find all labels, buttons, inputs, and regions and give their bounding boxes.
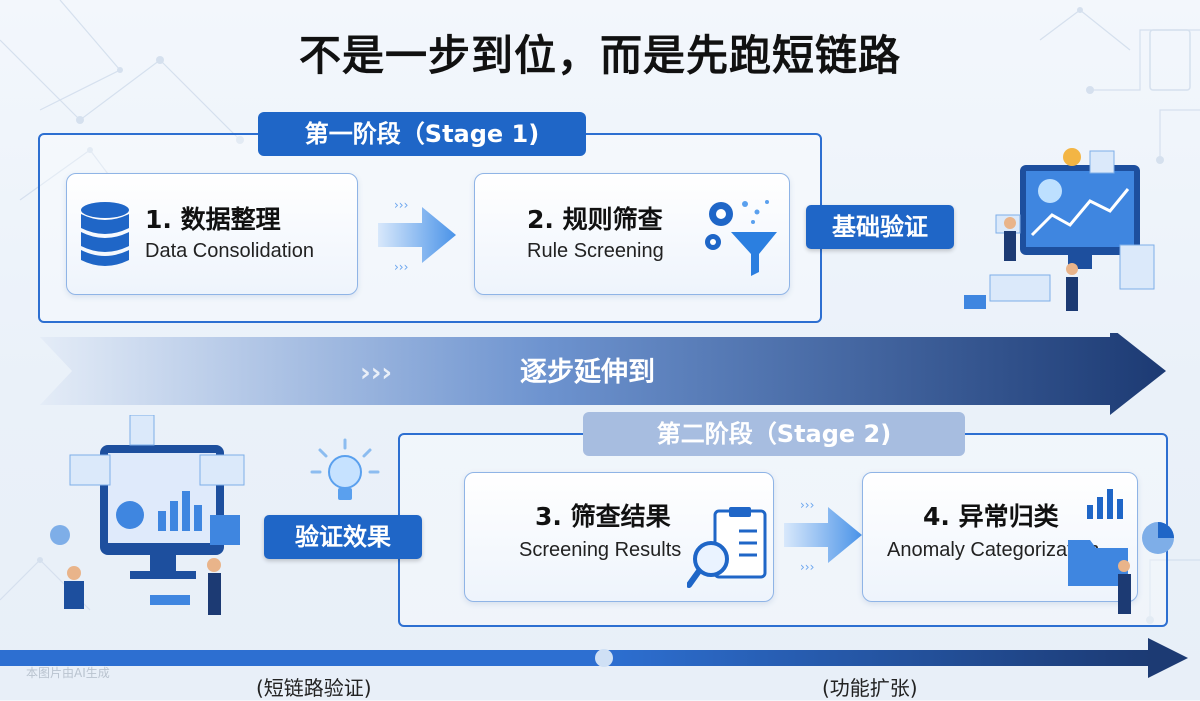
progress-arrow-label: 逐步延伸到 xyxy=(520,357,655,388)
svg-text:›››: ››› xyxy=(394,260,408,274)
svg-text:›››: ››› xyxy=(800,498,814,512)
step4-subtitle: Anomaly Categorization xyxy=(887,539,1100,561)
step2-card: 2. 规则筛查 Rule Screening xyxy=(474,173,790,295)
ai-generated-watermark: 本图片由AI生成 xyxy=(26,666,110,680)
step3-subtitle: Screening Results xyxy=(519,539,682,561)
lightbulb-icon xyxy=(310,438,380,500)
analytics-dashboard-illustration xyxy=(964,148,1155,311)
clipboard-search-icon xyxy=(687,507,767,588)
gear-funnel-icon xyxy=(705,200,777,276)
svg-text:›››: ››› xyxy=(800,560,814,574)
step1-subtitle: Data Consolidation xyxy=(145,240,314,262)
step1-card: 1. 数据整理 Data Consolidation xyxy=(66,173,358,295)
verify-effect-badge: 验证效果 xyxy=(264,515,422,559)
monitor-people-illustration xyxy=(50,415,245,615)
step2-title: 2. 规则筛查 xyxy=(527,205,663,234)
step1-title: 1. 数据整理 xyxy=(145,205,281,234)
timeline-left-label: (短链路验证) xyxy=(256,676,372,700)
bar-chart-icon xyxy=(1087,489,1123,519)
basic-verification-badge: 基础验证 xyxy=(806,205,954,249)
pie-chart-icon xyxy=(1142,522,1174,554)
step2-subtitle: Rule Screening xyxy=(527,240,664,262)
stage2-label: 第二阶段（Stage 2) xyxy=(583,412,965,456)
progress-arrow: ››› xyxy=(40,333,1166,415)
svg-text:›››: ››› xyxy=(394,198,408,212)
page-title: 不是一步到位，而是先跑短链路 xyxy=(298,31,901,80)
step3-title: 3. 筛查结果 xyxy=(535,502,671,531)
timeline-right-label: (功能扩张) xyxy=(822,676,918,700)
step3-card: 3. 筛查结果 Screening Results xyxy=(464,472,774,602)
arrow-right-icon: ››› ››› xyxy=(784,498,862,574)
database-icon xyxy=(81,202,129,266)
arrow-right-icon: ››› ››› xyxy=(378,198,456,274)
timeline-arrow xyxy=(0,638,1188,678)
step4-title: 4. 异常归类 xyxy=(923,502,1059,531)
svg-text:›››: ››› xyxy=(360,358,392,388)
stage1-label: 第一阶段（Stage 1) xyxy=(258,112,586,156)
folder-person-illustration xyxy=(1068,540,1131,614)
